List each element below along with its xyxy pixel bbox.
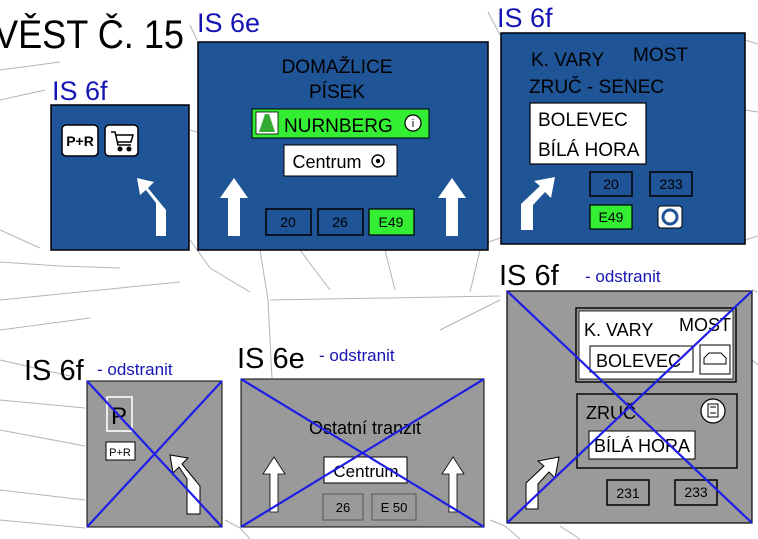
route-20-label: 20	[603, 176, 619, 192]
straight-arrow-right	[438, 178, 466, 236]
sign-3: K. VARY MOST ZRUČ - SENEC BOLEVEC BÍLÁ H…	[500, 32, 746, 245]
highway-name: NURNBERG	[284, 116, 393, 137]
route-233-label: 233	[684, 484, 708, 500]
turn-left-arrow	[137, 178, 166, 236]
sign-5-code: IS 6e	[237, 343, 305, 375]
info-icon	[404, 114, 422, 132]
local-bila-hora-box	[588, 430, 696, 460]
tram-icon	[700, 398, 726, 424]
route-26-box	[317, 208, 364, 236]
destination-most: MOST	[633, 45, 688, 66]
city-center-icon-dot	[375, 158, 381, 164]
destination-domazlice: DOMAŽLICE	[282, 56, 393, 78]
shopping-cart-glyph	[111, 131, 134, 152]
destination-k-vary: K. VARY	[584, 320, 653, 340]
turn-right-arrow	[521, 177, 555, 230]
straight-arrow-left	[262, 456, 286, 513]
sign-3-code: IS 6f	[497, 3, 553, 33]
route-231-box	[606, 479, 650, 506]
route-233-label: 233	[659, 176, 683, 192]
destination-pisek: PÍSEK	[309, 82, 365, 103]
shopping-cart-icon	[104, 124, 139, 157]
pr-symbol	[61, 124, 99, 157]
sign-4-remove-label: - odstranit	[97, 360, 173, 379]
pr-symbol	[105, 441, 136, 461]
roundabout-glyph	[661, 208, 679, 226]
route-26-label: 26	[336, 500, 350, 515]
sign-4-code: IS 6f	[24, 355, 85, 387]
destination-zruc: ZRUČ	[586, 402, 636, 423]
destination-most: MOST	[679, 315, 731, 335]
euro-route-box	[589, 204, 633, 230]
pr-symbol-label: P+R	[66, 133, 94, 149]
route-20-box	[265, 208, 312, 236]
euro-route-label: E49	[599, 209, 624, 225]
euro-route-box	[368, 208, 415, 236]
euro-route-box	[371, 493, 417, 521]
local-bila-hora: BÍLÁ HORA	[538, 140, 640, 161]
sign-2-code: IS 6e	[197, 8, 260, 38]
sign-6: K. VARY MOST BOLEVEC ZRUČ BÍLÁ HORA 231 …	[506, 290, 753, 524]
removal-cross	[240, 378, 485, 528]
sign-5-remove-label: - odstranit	[319, 346, 395, 365]
turn-left-arrow	[169, 454, 201, 515]
removal-cross	[86, 380, 223, 528]
local-destinations-panel	[529, 102, 647, 165]
car-icon-glyph	[703, 352, 727, 365]
info-icon-glyph: i	[412, 118, 414, 130]
centrum-label: Centrum	[292, 152, 361, 172]
sign-5: Ostatní tranzit Centrum 26 E 50	[240, 378, 485, 528]
destination-k-vary: K. VARY	[531, 50, 605, 71]
euro-route-label: E49	[379, 214, 404, 230]
route-231-label: 231	[616, 485, 640, 501]
pr-symbol-label: P+R	[109, 447, 131, 459]
straight-arrow-right	[441, 456, 465, 513]
destination-zruc-senec: ZRUČ - SENEC	[529, 76, 664, 98]
route-233-box	[649, 171, 693, 197]
euro-route-label: E 50	[381, 500, 408, 515]
straight-arrow-left	[220, 178, 248, 236]
sign-1-code: IS 6f	[52, 76, 108, 106]
removal-cross	[506, 290, 753, 524]
centrum-panel	[323, 456, 408, 484]
local-bila-hora: BÍLÁ HORA	[594, 436, 690, 456]
route-20-label: 20	[280, 214, 296, 230]
route-233-box	[674, 479, 718, 506]
background-map-lines	[0, 11, 758, 539]
tram-icon-glyph	[707, 403, 719, 418]
sign-1: P+R	[50, 104, 190, 251]
transit-label: Ostatní tranzit	[309, 418, 421, 438]
route-26-label: 26	[332, 214, 348, 230]
sign-6-remove-label: - odstranit	[585, 267, 661, 286]
city-center-icon	[371, 154, 385, 168]
motorway-icon-glyph	[259, 114, 275, 132]
highway-panel	[251, 108, 430, 139]
local-bolevec: BOLEVEC	[596, 351, 681, 371]
route-26-box	[322, 493, 364, 521]
car-icon	[699, 344, 731, 375]
sign-2: DOMAŽLICE PÍSEK NURNBERG i Centrum 20 26…	[197, 41, 489, 251]
sign-4: P P+R	[86, 380, 223, 528]
sign-6-code: IS 6f	[499, 260, 560, 292]
centrum-label: Centrum	[333, 462, 398, 481]
local-bolevec: BOLEVEC	[538, 110, 628, 131]
local-bolevec-box	[589, 345, 694, 373]
page-title: VĚST Č. 15	[0, 12, 184, 57]
route-20-box	[589, 171, 633, 197]
